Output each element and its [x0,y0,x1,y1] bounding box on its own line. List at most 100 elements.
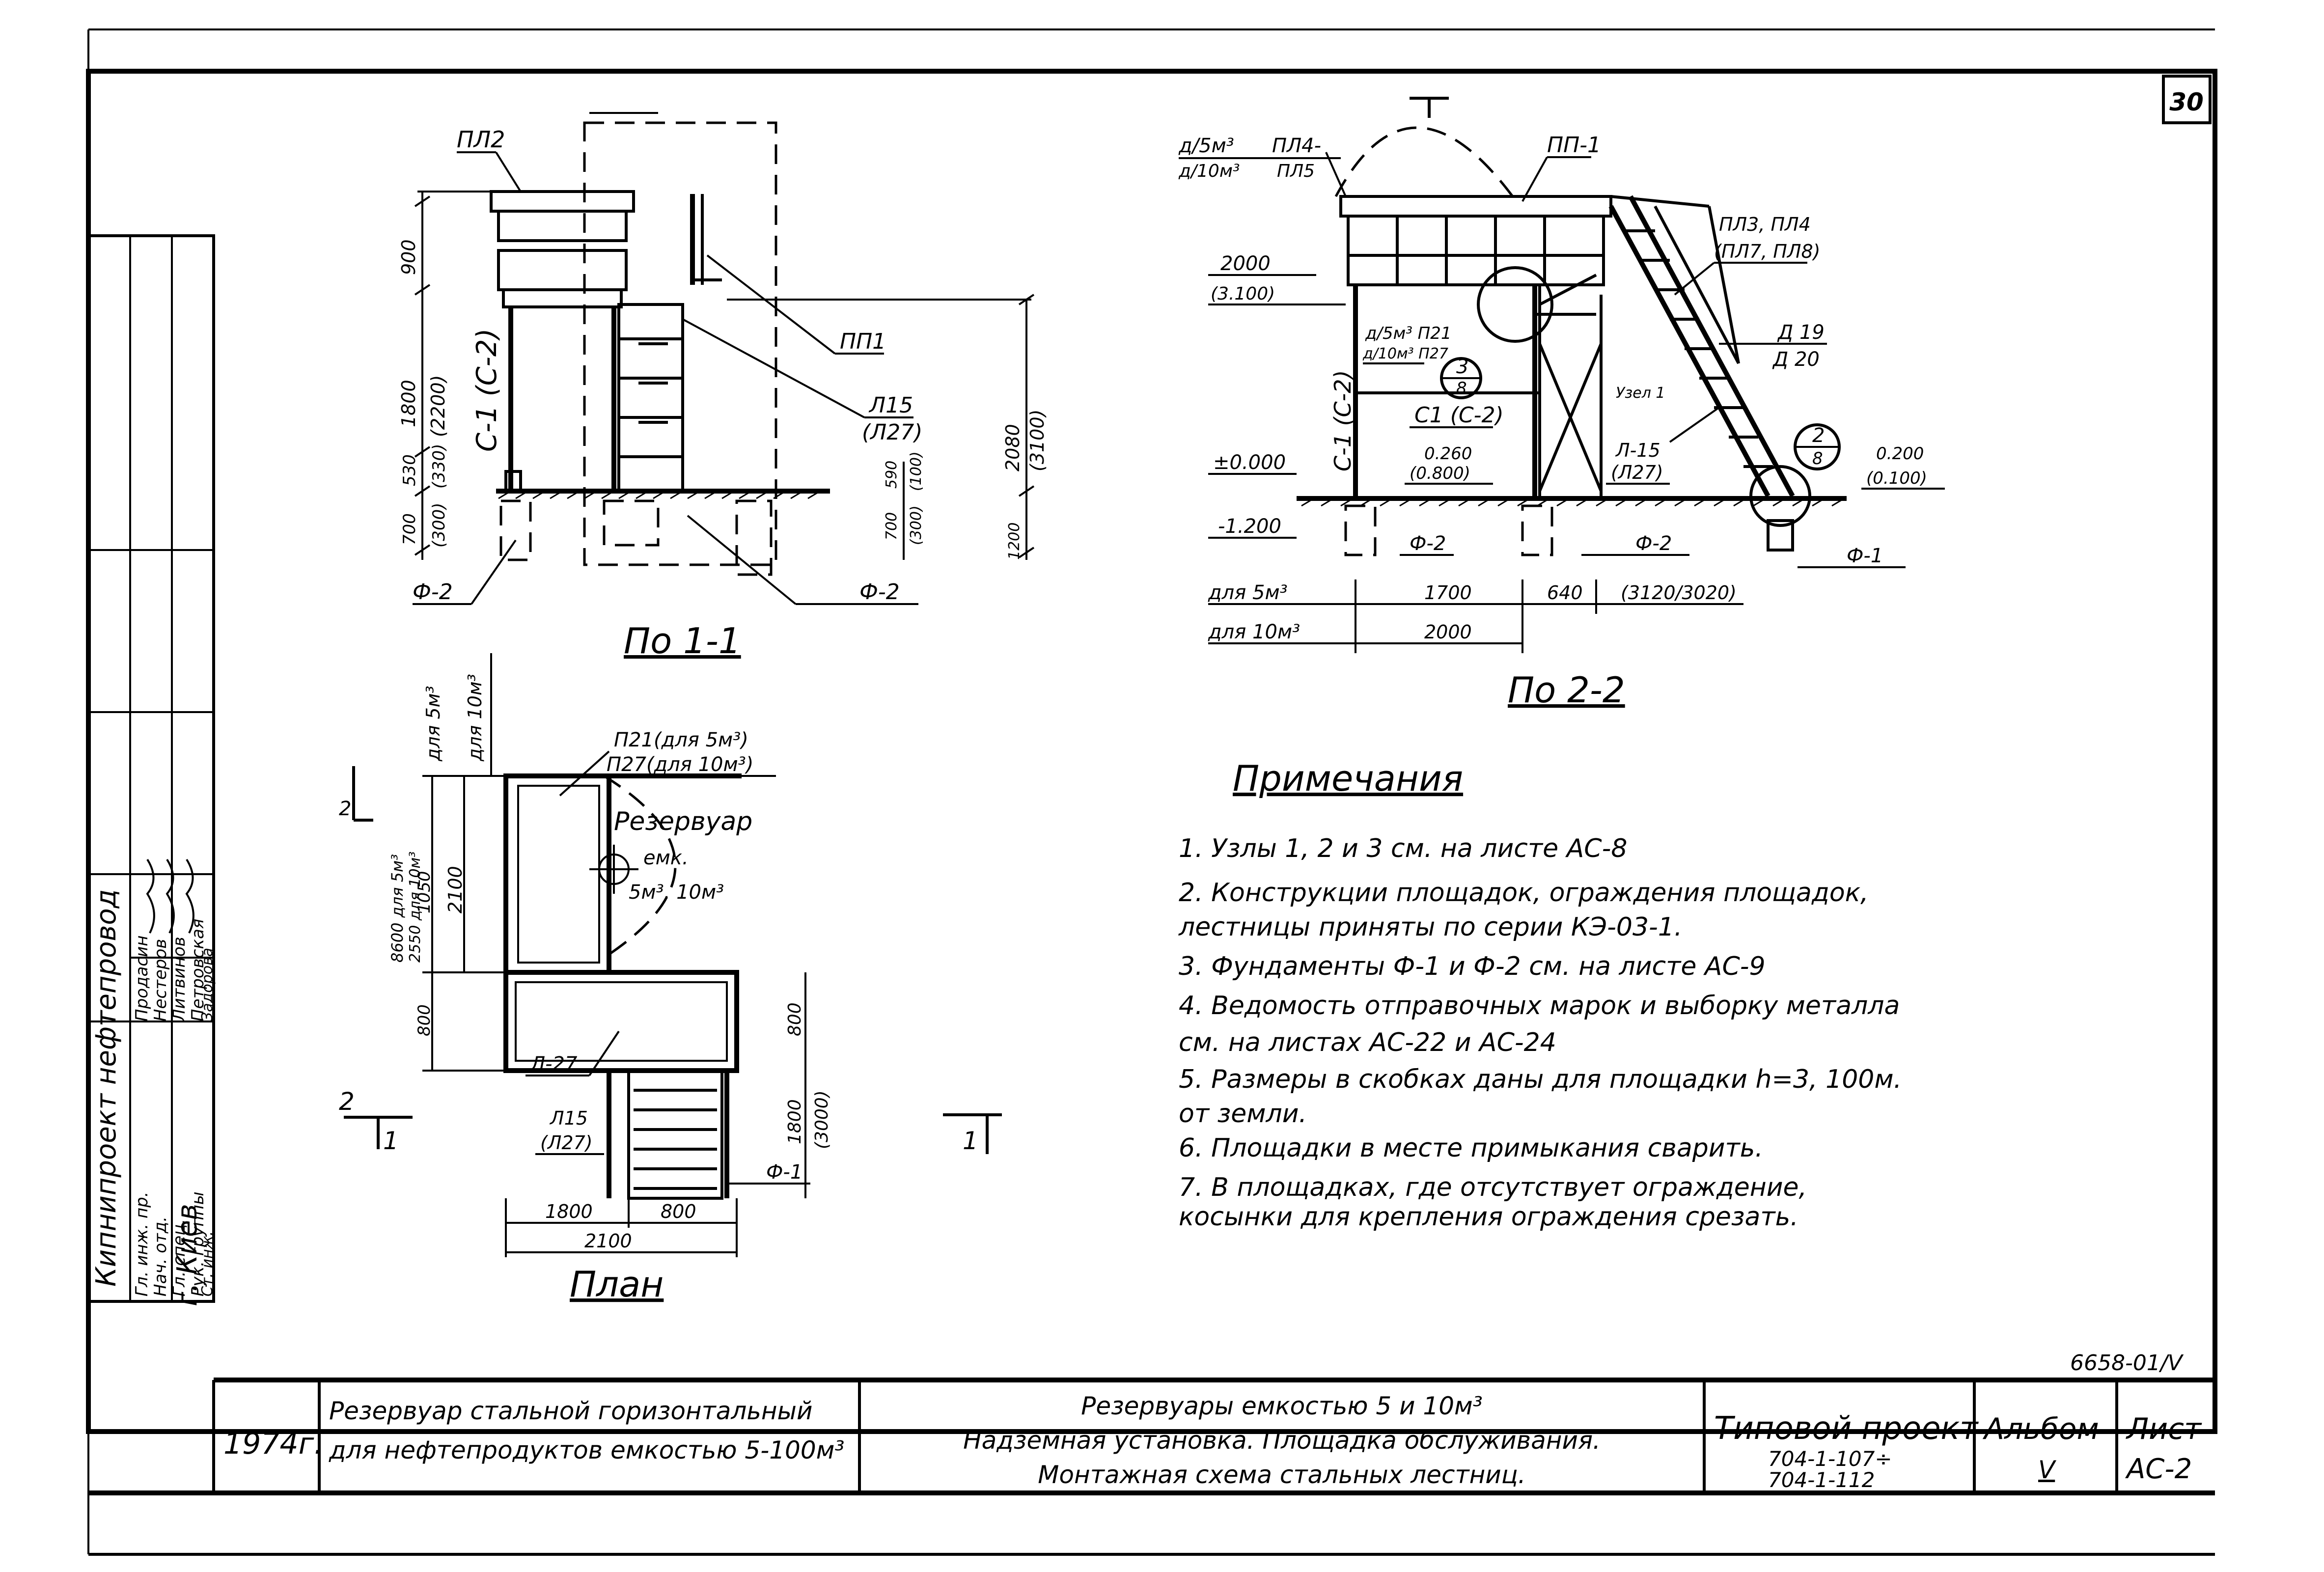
tb-desc-3: Монтажная схема стальных лестниц. [1038,1461,1525,1489]
s2-dim-2000: 2000 [1424,621,1472,643]
stamp-row-2-role: Нач. отд. [151,1216,170,1296]
notes: Примечания 1. Узлы 1, 2 и 3 см. на листе… [1178,758,1902,1232]
side-stamp: Кипнипроект нефтепровод г. Киев Гл. инж.… [87,234,216,1306]
note-line-11: косынки для крепления ограждения срезать… [1179,1202,1798,1232]
s2-pl4: ПЛ4- [1272,135,1321,157]
tb-project-1: Резервуар стальной горизонтальный [329,1397,813,1425]
note-line-10: 7. В площадках, где отсутствует огражден… [1179,1173,1807,1202]
plan-title: План [570,1264,664,1305]
s1-title: По 1-1 [624,620,741,662]
s2-row-5: для 5м³ [1208,581,1288,604]
note-line-5: 4. Ведомость отправочных марок и выборку… [1179,991,1900,1020]
s2-column-vert: С-1 (С-2) [1329,370,1356,471]
s2-elev-0100: (0.100) [1866,469,1927,488]
s1-column-label: С-1 (С-2) [471,329,503,452]
plan-cut-2: 2 [339,1087,355,1116]
s2-p27: д/10м³ П27 [1362,345,1448,362]
plan-dim-3000: (3000) [812,1090,832,1149]
s2-node-3-sheet: 8 [1456,379,1467,398]
s2-elev-0200: 0.200 [1876,444,1924,464]
note-line-8: от земли. [1179,1099,1307,1129]
tb-sheet-label: Лист [2126,1412,2202,1446]
plan-dim-8600: 8600 для 5м³ [388,854,407,963]
note-line-3: лестницы приняты по серии КЭ-03-1. [1178,912,1682,942]
s1-ladder-l15: Л15 [868,393,913,418]
s1-dim-2200: (2200) [427,375,449,437]
stamp-row-4-role: Рук. группы [188,1191,208,1296]
s1-dim-100: (100) [908,451,925,491]
plan-f1: Ф-1 [766,1161,802,1184]
s2-node-2: 2 [1812,424,1825,447]
note-line-7: 5. Размеры в скобках даны для площадки h… [1179,1065,1902,1094]
s2-f2a: Ф-2 [1410,532,1446,555]
plan-dim-b1800: 1800 [545,1201,593,1222]
stamp-row-5-name: Задорова [199,948,216,1021]
plan-l15-alt: (Л27) [540,1132,593,1154]
stamp-row-4-name: Петровская [188,919,208,1021]
title-block: 6658-01/V 1974г. Резервуар стальной гори… [88,1300,2215,1495]
s2-elev-0260: 0.260 [1424,444,1472,464]
s2-node-3: 3 [1456,356,1468,378]
s2-node-1: Узел 1 [1616,385,1665,402]
s2-pl5: ПЛ5 [1277,161,1315,181]
plan-label-10: для 10м³ [464,674,486,762]
s1-ladder-l27: (Л27) [862,420,922,445]
plan-cut-2top: 2 [339,798,351,820]
s1-dim-3100: (3100) [1026,410,1048,471]
plan-l27: Л-27 [529,1053,578,1076]
section-1-1: 900 1800 (2200) 530 (330) 700 (300) С-1 … [398,112,1048,662]
note-line-4: 3. Фундаменты Ф-1 и Ф-2 см. на листе АС-… [1179,952,1766,981]
tb-year: 1974г. [223,1427,323,1461]
s2-dim-1700: 1700 [1424,582,1472,604]
plan-p27: П27(для 10м³) [607,753,753,776]
s1-dim-300: (300) [429,503,449,548]
s2-pp1: ПП-1 [1547,133,1601,158]
tb-desc-1: Резервуары емкостью 5 и 10м³ [1081,1392,1483,1420]
stamp-row-3-name: Литвинов [169,937,189,1022]
s2-pl3-alt: (ПЛ7, ПЛ8) [1714,241,1820,262]
s2-dim-640: 640 [1547,582,1583,604]
stamp-org: Кипнипроект нефтепровод [90,889,122,1287]
tb-desc-2: Надземная установка. Площадка обслуживан… [963,1426,1601,1455]
plan-dim-800r: 800 [785,1002,805,1036]
plan-tank-cap: емк. [643,847,689,869]
s1-footing-right: Ф-2 [859,579,900,605]
sheet-number-box [2162,75,2212,124]
s2-vessel-5: д/5м³ [1178,135,1234,157]
s2-vessel-10: д/10м³ [1178,161,1240,181]
s1-dim-300r: (300) [908,505,925,545]
plan-view: П21(для 5м³) П27(для 10м³) Резервуар емк… [339,653,1002,1305]
plan-p21: П21(для 5м³) [614,729,748,751]
stamp-row-3-role: Гл. спец. [169,1219,189,1296]
s2-d19: Д 19 [1777,321,1825,344]
s1-ladder-label: ПП1 [840,329,886,354]
s1-footing-left: Ф-2 [413,579,453,605]
s1-dim-1800: 1800 [398,380,419,427]
notes-title: Примечания [1233,758,1463,799]
plan-dim-800l: 800 [415,1004,434,1036]
s1-dim-900: 900 [398,239,419,275]
plan-cut-1r: 1 [963,1127,978,1155]
note-line-1: 1. Узлы 1, 2 и 3 см. на листе АС-8 [1179,834,1627,863]
plan-dim-1050: 1050 [415,871,434,913]
plan-dim-1800: 1800 [785,1099,805,1144]
s2-p21: д/5м³ П21 [1365,324,1452,343]
plan-dim-2550: 2550 для 10м³ [407,852,424,963]
section-2-2: 3 8 2 8 2000 (3.100) ±0.000 -1.200 0.260… [1178,97,1945,711]
tb-typical-num1: 704-1-107÷ [1768,1447,1892,1471]
stamp-city: г. Киев [171,1204,203,1306]
tb-project-2: для нефтепродуктов емкостью 5-100м³ [329,1436,844,1464]
tb-typical-num2: 704-1-112 [1768,1468,1875,1492]
s2-l27: (Л27) [1611,462,1663,483]
s1-platform-label: ПЛ2 [457,126,505,153]
plan-cut-1l: 1 [383,1127,399,1155]
tb-sheet-value: АС-2 [2125,1453,2192,1485]
tb-album-label: Альбом [1982,1412,2099,1446]
plan-label-5: для 5м³ [422,686,444,762]
s2-dim-3120: (3120/3020) [1621,582,1737,604]
tb-album-value: V [2038,1456,2057,1484]
plan-l15: Л15 [549,1107,588,1129]
s1-dim-1200: 1200 [1006,523,1023,560]
s2-elev-0800: (0.800) [1410,464,1470,483]
